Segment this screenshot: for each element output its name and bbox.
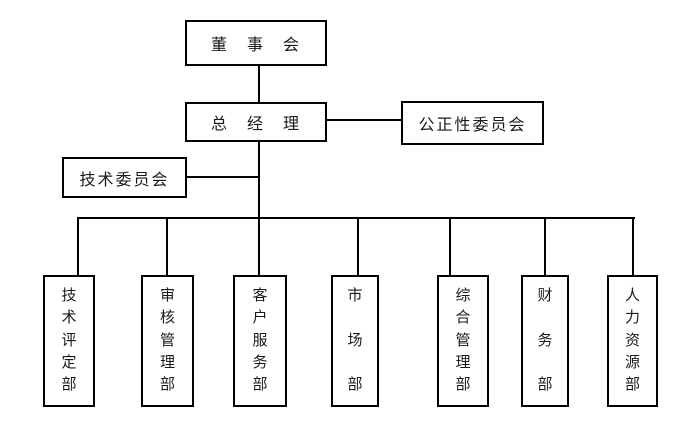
label-char: 定 [61,352,77,371]
label-char: 人 [624,286,640,304]
label-char: 服 [252,330,268,349]
label-char: 综 [455,286,471,304]
label-char: 部 [252,375,268,393]
label-char: 评 [61,330,77,349]
node-dept-technical-evaluation: 技术评定部 [43,275,95,407]
label-char: 技 [61,286,77,304]
label-char: 市 [347,286,363,304]
label-char: 部 [61,375,77,393]
label-char: 部 [537,375,553,393]
node-impartiality-committee: 公正性委员会 [401,101,544,145]
label-char: 资 [624,330,640,349]
label-char: 合 [455,308,471,327]
node-dept-general-management: 综合管理部 [437,275,489,407]
label-char: 场 [347,330,363,349]
label-char: 核 [159,308,175,327]
node-dept-finance: 财务部 [521,275,569,407]
node-dept-customer-service: 客户服务部 [233,275,287,407]
label-char: 部 [624,375,640,393]
label-char: 财 [537,286,553,304]
label-char: 客 [252,286,268,304]
node-dept-audit-management: 审核管理部 [141,275,194,407]
node-general-manager: 总 经 理 [185,102,327,142]
node-dept-marketing: 市场部 [331,275,379,407]
node-dept-human-resources: 人力资源部 [607,275,658,407]
label-char: 部 [159,375,175,393]
label-char: 力 [624,308,640,327]
label-char: 务 [252,352,268,371]
label-char: 源 [624,352,640,371]
node-board-of-directors: 董 事 会 [185,20,327,66]
label-char: 部 [455,375,471,393]
label-char: 部 [347,375,363,393]
label-char: 理 [159,352,175,371]
label-char: 管 [159,330,175,349]
node-technical-committee: 技术委员会 [62,157,187,198]
label-char: 管 [455,330,471,349]
label-char: 户 [252,308,268,327]
label-char: 审 [159,286,175,304]
label-char: 术 [61,308,77,327]
label-char: 务 [537,330,553,349]
label-char: 理 [455,352,471,371]
